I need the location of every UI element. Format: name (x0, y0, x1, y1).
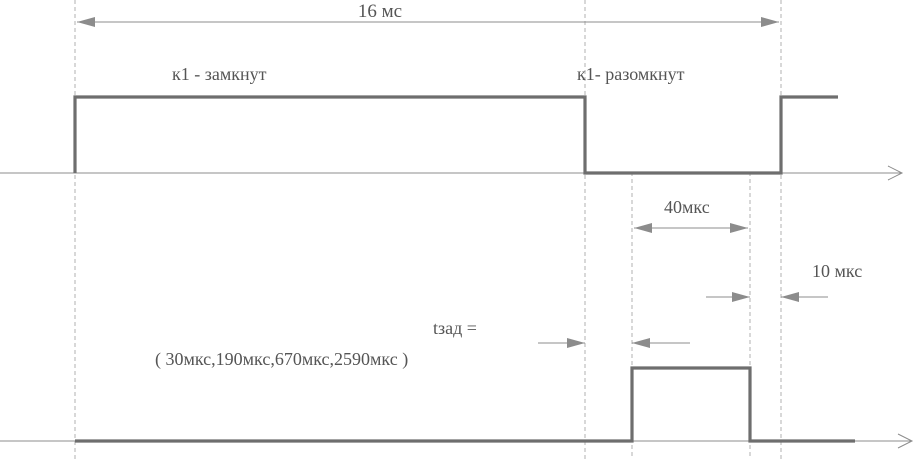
k1-open-label: к1- разомкнут (577, 64, 685, 84)
k1-closed-label: к1 - замкнут (172, 64, 267, 84)
delay-label: tзад = (433, 318, 477, 338)
delay-values-label: ( 30мкс,190мкс,670мкс,2590мкс ) (155, 349, 408, 370)
pulse-waveform (75, 366, 855, 443)
pulse-width-dimension (634, 223, 748, 233)
period-label: 16 мс (358, 1, 402, 22)
k1-switch-waveform (73, 95, 838, 175)
pulse-width-label: 40мкс (664, 197, 710, 217)
period-dimension (77, 17, 779, 27)
gap-label: 10 мкс (812, 261, 862, 281)
delay-dimension (538, 338, 690, 348)
gap-dimension (706, 292, 828, 302)
